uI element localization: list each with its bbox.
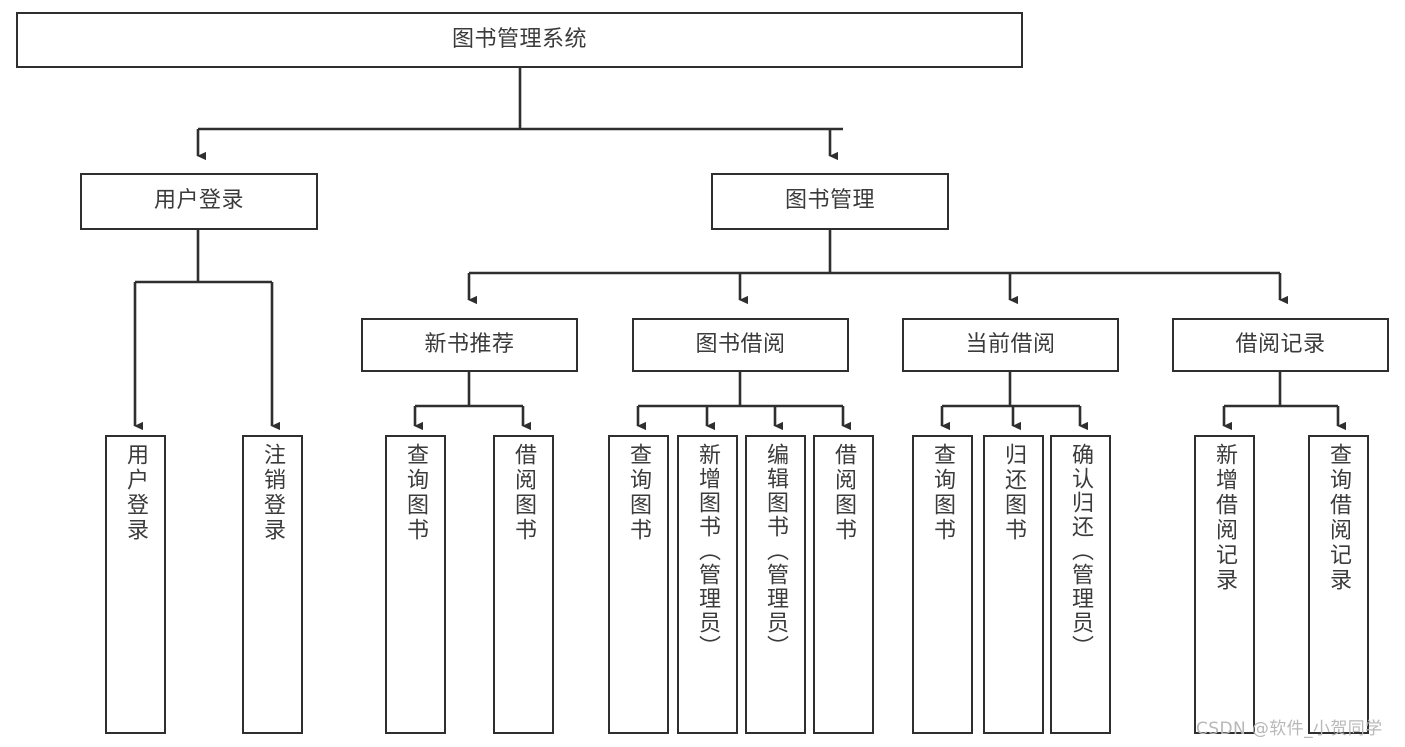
node-book-borrow[interactable]: 图书借阅 <box>632 318 849 372</box>
leaf-borrow-record-query-record[interactable]: 查询借阅记录 <box>1308 435 1369 734</box>
leaf-current-borrow-return-book[interactable]: 归还图书 <box>983 435 1044 734</box>
node-root-book-management-system[interactable]: 图书管理系统 <box>16 12 1023 68</box>
node-borrow-record[interactable]: 借阅记录 <box>1172 318 1389 372</box>
node-book-management[interactable]: 图书管理 <box>711 173 949 230</box>
node-current-borrow[interactable]: 当前借阅 <box>902 318 1119 372</box>
leaf-current-borrow-confirm-return-admin[interactable]: 确认归还（管理员） <box>1050 435 1111 734</box>
leaf-book-borrow-edit-book-admin[interactable]: 编辑图书（管理员） <box>745 435 806 734</box>
leaf-new-book-borrow-book[interactable]: 借阅图书 <box>493 435 554 734</box>
leaf-borrow-record-add-record[interactable]: 新增借阅记录 <box>1194 435 1255 734</box>
leaf-book-borrow-borrow-book[interactable]: 借阅图书 <box>813 435 874 734</box>
node-new-book-recommend[interactable]: 新书推荐 <box>361 318 578 372</box>
node-user-login[interactable]: 用户登录 <box>80 173 318 230</box>
leaf-book-borrow-query-book[interactable]: 查询图书 <box>608 435 669 734</box>
leaf-user-login-logout[interactable]: 注销登录 <box>242 435 303 734</box>
leaf-current-borrow-query-book[interactable]: 查询图书 <box>912 435 973 734</box>
leaf-new-book-query-book[interactable]: 查询图书 <box>385 435 446 734</box>
leaf-user-login-login[interactable]: 用户登录 <box>105 435 166 734</box>
leaf-book-borrow-add-book-admin[interactable]: 新增图书（管理员） <box>677 435 738 734</box>
